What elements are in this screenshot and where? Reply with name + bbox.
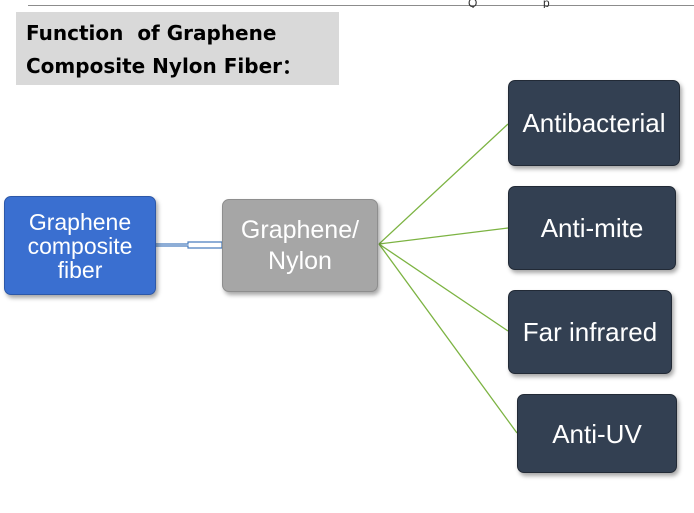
function-node-antibacterial: Antibacterial — [508, 80, 680, 166]
title-line-2: Composite Nylon Fiber： — [26, 54, 302, 78]
title-line-1: Function of Graphene — [26, 21, 277, 45]
source-node-label-line: composite — [27, 232, 133, 259]
source-node-label-line: fiber — [57, 256, 103, 283]
title-box: Function of Graphene Composite Nylon Fib… — [16, 12, 339, 85]
source-node-label: Graphene composite fiber — [5, 210, 155, 282]
hub-node-label-line: Nylon — [268, 246, 332, 275]
branch-line-antibacterial — [378, 123, 509, 245]
branch-line-anti-uv — [378, 243, 518, 434]
function-node-anti-mite: Anti-mite — [508, 186, 676, 270]
source-to-hub-connector — [156, 241, 223, 249]
hub-node: Graphene/ Nylon — [222, 199, 378, 292]
source-node: Graphene composite fiber — [4, 196, 156, 295]
function-node-anti-uv: Anti-UV — [517, 394, 677, 473]
hub-node-label: Graphene/ Nylon — [241, 215, 359, 277]
cropped-glyph-fragment: Q — [468, 0, 478, 8]
hub-node-label-line: Graphene/ — [240, 215, 360, 244]
cropped-glyph-fragment: p — [543, 0, 550, 8]
function-node-far-infrared: Far infrared — [508, 290, 672, 374]
source-node-label-line: Graphene — [28, 208, 132, 235]
branch-line-anti-mite — [378, 227, 509, 245]
top-divider: Q p — [28, 0, 694, 8]
branch-connectors — [378, 123, 518, 434]
branch-line-far-infrared — [378, 243, 509, 332]
